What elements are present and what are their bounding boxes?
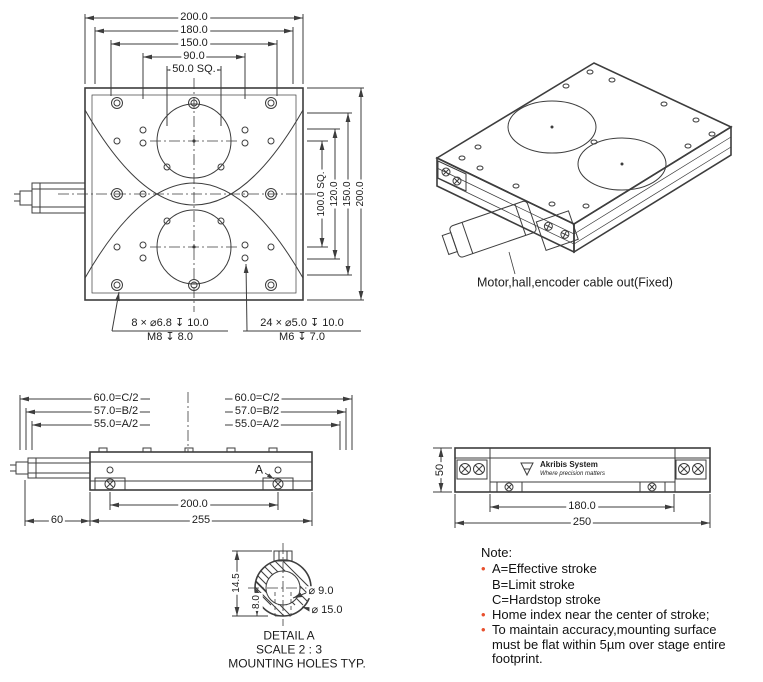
note-text: C=Hardstop stroke bbox=[492, 591, 601, 607]
dim-label-top-50sq: 50.0 SQ. bbox=[170, 63, 218, 76]
front-view-linework bbox=[433, 447, 711, 528]
iso-left-clamp bbox=[437, 160, 467, 192]
counterbore-holes bbox=[111, 97, 277, 291]
dim-label-detail-d15: ⌀ 15.0 bbox=[309, 604, 345, 617]
note-item: B=Limit stroke bbox=[481, 576, 743, 592]
iso-right-clamp bbox=[535, 210, 579, 251]
tapped-holes bbox=[113, 126, 275, 262]
dim-label-top-180: 180.0 bbox=[178, 24, 210, 37]
note-bullet: • bbox=[481, 607, 486, 623]
note-item: • To maintain accuracy,mounting surface … bbox=[481, 623, 743, 666]
callout-cbore-line1: 8 × ⌀6.8 ↧ 10.0 bbox=[129, 317, 211, 330]
dim-label-side-255: 255 bbox=[189, 514, 213, 527]
stroke-dim-left-b: 57.0=B/2 bbox=[91, 405, 141, 418]
akribis-logo-icon bbox=[520, 462, 534, 477]
iso-motor bbox=[441, 200, 537, 258]
note-text: B=Limit stroke bbox=[492, 576, 575, 592]
note-text: A=Effective stroke bbox=[492, 561, 597, 577]
note-bullet bbox=[481, 578, 492, 592]
note-item: • A=Effective stroke bbox=[481, 561, 743, 577]
note-text: Home index near the center of stroke; bbox=[492, 607, 710, 623]
stroke-dim-right-a: 55.0=A/2 bbox=[232, 418, 282, 431]
side-view-lower-dimensions bbox=[24, 480, 313, 526]
stroke-dim-left-a: 55.0=A/2 bbox=[91, 418, 141, 431]
note-item: • Home index near the center of stroke; bbox=[481, 607, 743, 623]
dim-label-right-120: 120.0 bbox=[328, 179, 341, 209]
dim-label-top-200: 200.0 bbox=[178, 11, 210, 24]
logo-title: Akribis System bbox=[538, 459, 600, 470]
dim-label-side-60: 60 bbox=[48, 514, 66, 527]
iso-small-holes bbox=[458, 69, 716, 209]
note-bullet: • bbox=[481, 561, 486, 577]
note-item: C=Hardstop stroke bbox=[481, 591, 743, 607]
logo-tagline: Where precision matters bbox=[538, 470, 608, 478]
dim-label-top-150: 150.0 bbox=[178, 37, 210, 50]
dim-label-front-50: 50 bbox=[434, 461, 447, 479]
note-text: To maintain accuracy,mounting surface mu… bbox=[492, 622, 726, 667]
notes-title: Note: bbox=[481, 545, 513, 560]
note-bullet bbox=[481, 593, 492, 607]
dim-label-detail-80: 8.0 bbox=[250, 593, 263, 611]
side-view-stroke-dimensions bbox=[19, 392, 353, 452]
stroke-dim-left-c: 60.0=C/2 bbox=[91, 392, 141, 405]
stroke-dim-right-b: 57.0=B/2 bbox=[232, 405, 282, 418]
dim-label-side-200: 200.0 bbox=[178, 498, 210, 511]
detail-dimensions bbox=[232, 550, 313, 617]
callout-tap-line2: M6 ↧ 7.0 bbox=[277, 331, 327, 344]
dim-label-right-200: 200.0 bbox=[354, 179, 367, 209]
dim-label-right-150: 150.0 bbox=[341, 179, 354, 209]
detail-title: DETAIL A bbox=[261, 628, 317, 643]
note-bullet: • bbox=[481, 622, 486, 638]
top-view-linework bbox=[14, 14, 364, 332]
stroke-dim-right-c: 60.0=C/2 bbox=[232, 392, 282, 405]
dim-label-detail-145: 14.5 bbox=[230, 571, 243, 595]
dim-label-right-100sq: 100.0 SQ. bbox=[315, 169, 328, 219]
dim-label-front-250: 250 bbox=[570, 516, 594, 529]
detail-marker-label: A bbox=[252, 462, 266, 477]
detail-scale: SCALE 2 : 3 bbox=[253, 642, 325, 657]
dim-label-detail-d9: ⌀ 9.0 bbox=[306, 585, 336, 598]
callout-tap-line1: 24 × ⌀5.0 ↧ 10.0 bbox=[258, 317, 346, 330]
dim-label-front-180: 180.0 bbox=[566, 500, 598, 513]
notes-panel: Note: • A=Effective stroke B=Limit strok… bbox=[481, 545, 743, 667]
cable-out-label: Motor,hall,encoder cable out(Fixed) bbox=[475, 275, 675, 290]
callout-cbore-line2: M8 ↧ 8.0 bbox=[145, 331, 195, 344]
dim-label-top-90: 90.0 bbox=[181, 50, 207, 63]
iso-view-linework bbox=[435, 62, 733, 275]
detail-note: MOUNTING HOLES TYP. bbox=[226, 656, 368, 671]
